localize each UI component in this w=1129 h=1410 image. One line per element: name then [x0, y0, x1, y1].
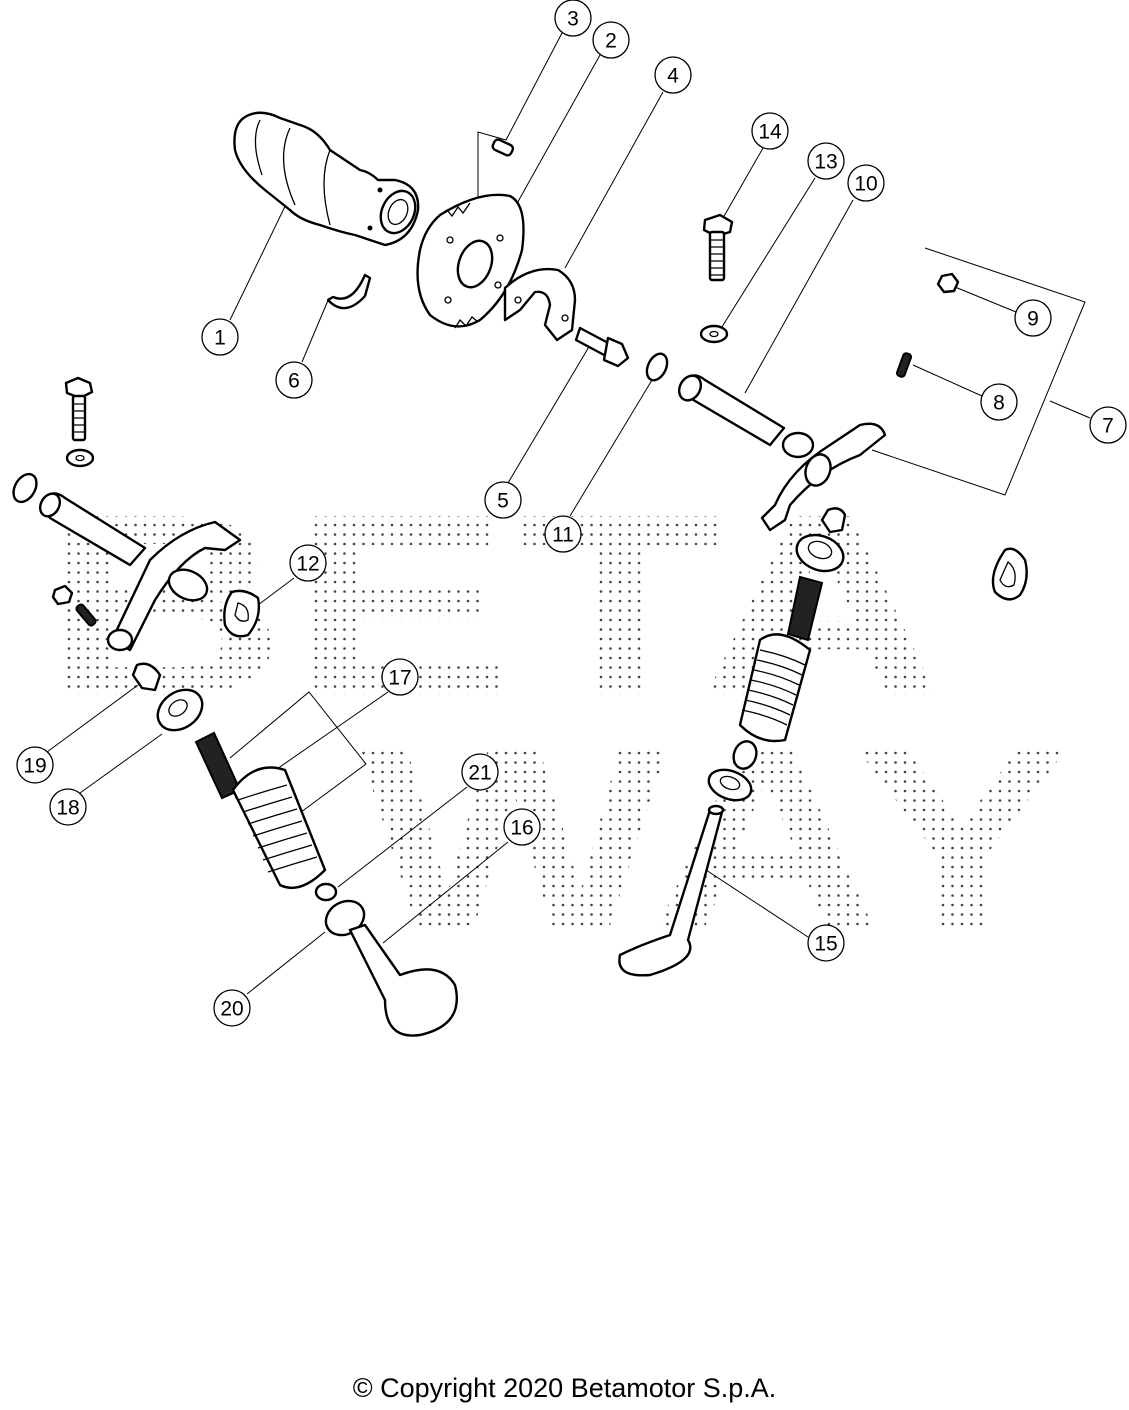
bolt-left-part — [64, 376, 94, 442]
svg-text:14: 14 — [758, 121, 782, 144]
svg-text:7: 7 — [1102, 415, 1114, 438]
nut-part — [936, 272, 960, 294]
rocker-arm-left-part — [106, 520, 242, 652]
callout-3: 3 — [554, 0, 592, 37]
svg-text:15: 15 — [814, 933, 837, 956]
svg-text:19: 19 — [23, 755, 46, 778]
callout-14: 14 — [751, 112, 789, 150]
svg-text:8: 8 — [993, 392, 1005, 415]
adjust-screw-left-part — [75, 603, 97, 627]
rocker-shaft-left-part — [38, 492, 147, 567]
decompressor-gear-part — [416, 193, 525, 329]
svg-text:18: 18 — [56, 797, 79, 820]
callout-5: 5 — [484, 481, 522, 519]
callout-13: 13 — [807, 142, 845, 180]
adjust-screw-part — [895, 352, 913, 378]
gasket-right-part — [991, 547, 1028, 601]
pin-part — [491, 138, 515, 157]
svg-text:1: 1 — [214, 327, 226, 350]
o-ring-part — [645, 352, 669, 382]
callout-20: 20 — [213, 989, 251, 1027]
o-ring-left-part — [12, 472, 38, 504]
svg-text:10: 10 — [854, 173, 877, 196]
callout-4: 4 — [654, 56, 692, 94]
svg-text:5: 5 — [497, 490, 509, 513]
callout-17: 17 — [381, 658, 419, 696]
washer-upper-right-part — [699, 324, 729, 344]
valve-left-part — [324, 899, 458, 1037]
svg-text:13: 13 — [814, 151, 837, 174]
svg-text:21: 21 — [468, 762, 491, 785]
svg-text:12: 12 — [296, 553, 319, 576]
spring-seat-right-part — [707, 768, 753, 802]
svg-text:17: 17 — [388, 667, 411, 690]
callout-2: 2 — [592, 21, 630, 59]
nut-left-part — [51, 584, 74, 606]
svg-text:9: 9 — [1027, 308, 1039, 331]
spring-retainer-left-part — [156, 688, 204, 732]
callout-7: 7 — [1089, 406, 1127, 444]
gasket-left-part — [223, 589, 261, 638]
callout-18: 18 — [49, 788, 87, 826]
callout-8: 8 — [980, 383, 1018, 421]
callout-1: 1 — [201, 318, 239, 356]
bolt-upper-right-part — [702, 213, 734, 282]
rocker-shaft-right-part — [677, 374, 786, 447]
callout-10: 10 — [847, 164, 885, 202]
svg-text:4: 4 — [667, 65, 679, 88]
svg-text:11: 11 — [552, 524, 574, 547]
outer-spring-right-part — [738, 633, 812, 743]
callout-9: 9 — [1014, 299, 1052, 337]
camshaft-part — [233, 111, 420, 247]
bolt-part — [574, 326, 630, 368]
half-ring-part — [326, 273, 372, 310]
outer-spring-left-part — [231, 766, 327, 890]
callout-6: 6 — [275, 361, 313, 399]
svg-text:2: 2 — [605, 30, 617, 53]
rocker-arm-right-part — [760, 422, 887, 532]
valve-seal-left-part — [314, 882, 338, 902]
washer-left-part — [65, 448, 95, 468]
valve-right-part — [618, 804, 725, 977]
valve-collet-right-part — [820, 507, 847, 534]
callout-11: 11 — [544, 515, 582, 553]
svg-text:16: 16 — [510, 817, 533, 840]
svg-text:3: 3 — [567, 8, 579, 31]
valve-collet-left-part — [131, 662, 162, 692]
inner-spring-right-part — [786, 575, 824, 642]
callout-21: 21 — [461, 753, 499, 791]
leader-lines — [46, 32, 1091, 995]
copyright-text: © Copyright 2020 Betamotor S.p.A. — [352, 1373, 777, 1403]
callout-16: 16 — [503, 808, 541, 846]
decompressor-bracket-part — [503, 267, 577, 342]
spring-retainer-right-part — [795, 533, 845, 573]
valve-seal-right-part — [732, 740, 758, 770]
svg-text:6: 6 — [288, 370, 300, 393]
svg-text:20: 20 — [220, 998, 243, 1021]
callout-19: 19 — [16, 746, 54, 784]
callout-12: 12 — [289, 544, 327, 582]
callout-15: 15 — [807, 924, 845, 962]
